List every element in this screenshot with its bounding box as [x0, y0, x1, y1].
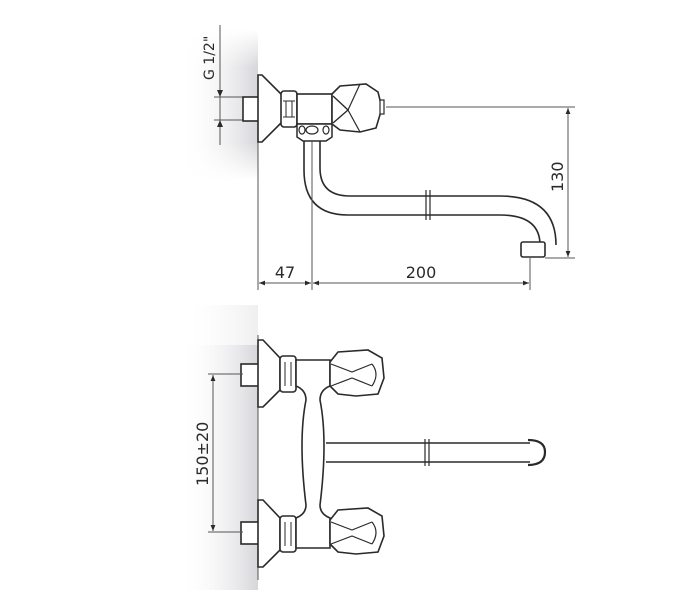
thread-label: G 1/2": [202, 36, 218, 80]
centre-distance-label: 150±20: [193, 422, 212, 486]
handle-icon: [331, 83, 383, 133]
spout: [303, 141, 541, 246]
wall-shade-bottom: [180, 305, 258, 590]
wall-offset-label: 47: [275, 263, 295, 282]
side-view: G 1/2" 47 200: [180, 25, 575, 290]
spout-reach-label: 200: [406, 263, 437, 282]
height-label: 130: [548, 161, 567, 192]
top-view: 150±20: [180, 305, 547, 590]
